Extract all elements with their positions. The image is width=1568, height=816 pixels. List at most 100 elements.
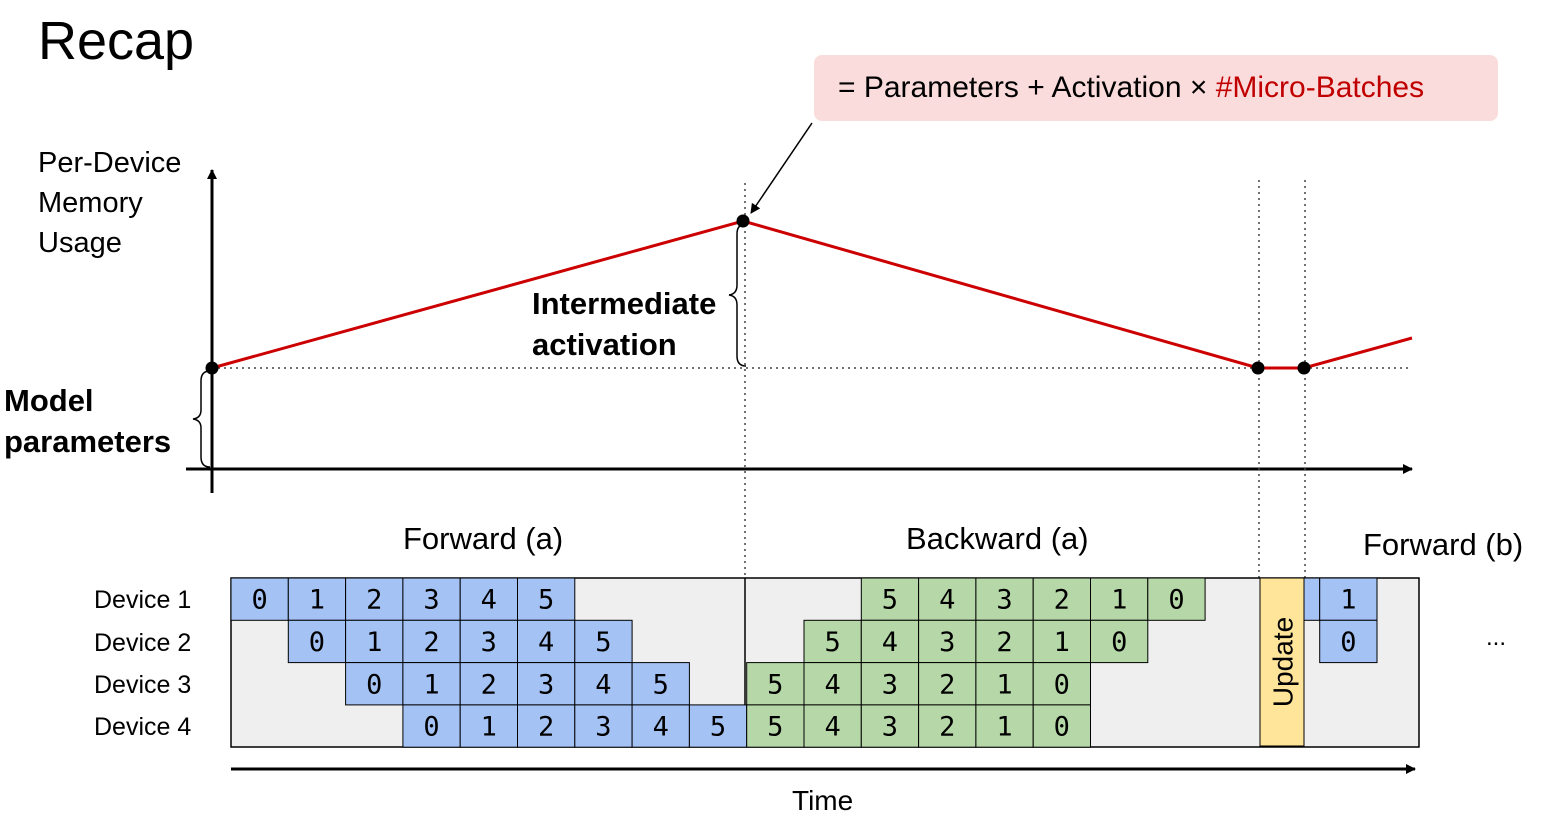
forward-microbatch-cell [517,662,576,706]
memory-point [1251,361,1265,375]
backward-microbatch-cell [1147,577,1206,621]
microbatch-index: 0 [423,712,439,743]
microbatch-index: 2 [939,669,955,700]
microbatch-index: 0 [251,585,267,616]
model-parameters-label: Model parameters [4,380,171,462]
forward-microbatch-cell [459,704,519,748]
microbatch-index: 3 [595,712,611,743]
microbatch-index: 0 [1111,627,1127,658]
microbatch-index: 2 [996,627,1012,658]
microbatch-index: 5 [653,669,669,700]
device-label: Device 4 [94,713,192,741]
microbatch-index: 4 [824,669,840,700]
backward-microbatch-cell [1032,662,1091,706]
y-axis-label-line: Per-Device [38,147,182,179]
microbatch-index: 2 [423,627,439,658]
update-label: Update [1268,617,1299,707]
microbatch-index: 5 [710,712,726,743]
microbatch-index: 1 [481,712,497,743]
microbatch-index: 0 [1340,627,1356,658]
microbatch-index: 3 [423,585,439,616]
microbatch-index: 2 [939,712,955,743]
backward-microbatch-cell [803,619,862,664]
microbatch-index: 4 [882,627,898,658]
continuation-ellipsis: ... [1486,624,1507,651]
microbatch-index: 0 [1054,712,1070,743]
forward-microbatch-cell [517,619,576,664]
microbatch-index: 1 [366,627,382,658]
backward-microbatch-cell [1090,577,1149,621]
forward-microbatch-cell [345,619,404,664]
callout-pointer-arrow [750,122,813,214]
phase-backward-a-label: Backward (a) [906,521,1089,556]
microbatch-index: 1 [1340,585,1356,616]
microbatch-index: 1 [1054,627,1070,658]
microbatch-index: 1 [996,669,1012,700]
memory-point [205,361,219,375]
phase-forward-b-label: Forward (b) [1363,527,1524,562]
forward-microbatch-cell [631,662,690,706]
microbatch-index: 2 [481,669,497,700]
microbatch-index: 2 [538,712,554,743]
model-parameters-label-line: parameters [4,424,172,459]
forward-microbatch-cell [1319,619,1378,664]
microbatch-index: 5 [595,627,611,658]
microbatch-index: 4 [653,712,669,743]
device-label: Device 1 [94,586,192,614]
backward-microbatch-cell [1032,704,1091,748]
microbatch-index: 1 [309,585,325,616]
microbatch-index: 4 [538,627,554,658]
forward-microbatch-cell [574,619,633,664]
device-label: Device 3 [94,671,192,699]
intermediate-activation-label-line: Intermediate [532,286,717,321]
microbatch-index: 0 [1168,585,1184,616]
backward-microbatch-cell [803,662,862,706]
intermediate-activation-brace [728,223,747,367]
time-axis-label: Time [792,785,854,816]
backward-microbatch-cell [918,704,977,748]
microbatch-index: 1 [996,712,1012,743]
microbatch-index: 4 [939,585,955,616]
y-axis-label: Per-Device Memory Usage [38,143,181,263]
backward-microbatch-cell [1032,577,1091,621]
forward-microbatch-cell [574,662,633,706]
microbatch-index: 5 [767,669,783,700]
memory-usage-line [211,219,1413,370]
forward-microbatch-cell [1319,577,1378,621]
backward-microbatch-cell [860,619,920,664]
phase-forward-a-label: Forward (a) [403,521,564,556]
forward-microbatch-cell [402,704,461,748]
forward-microbatch-cell [688,704,748,748]
microbatch-index: 5 [767,712,783,743]
page-title: Recap [38,11,195,71]
backward-microbatch-cell [803,704,862,748]
microbatch-index: 3 [538,669,554,700]
forward-microbatch-cell [459,662,519,706]
microbatch-index: 5 [824,627,840,658]
microbatch-index: 3 [996,585,1012,616]
microbatch-index: 4 [595,669,611,700]
y-axis-label-line: Usage [38,227,122,259]
microbatch-index: 3 [882,669,898,700]
backward-microbatch-cell [918,662,977,706]
model-parameters-brace [192,370,211,468]
backward-microbatch-cell [1090,619,1149,664]
microbatch-index: 3 [882,712,898,743]
microbatch-index: 4 [481,585,497,616]
backward-microbatch-cell [860,704,920,748]
y-axis-label-line: Memory [38,187,143,219]
memory-peak-point [736,214,750,228]
device-label: Device 2 [94,629,192,657]
intermediate-activation-label-line: activation [532,327,677,362]
backward-microbatch-cell [975,662,1034,706]
memory-point [1297,361,1311,375]
formula-highlight: #Micro-Batches [1215,71,1425,104]
microbatch-index: 4 [824,712,840,743]
microbatch-index: 2 [1054,585,1070,616]
backward-microbatch-cell [860,577,920,621]
microbatch-index: 5 [882,585,898,616]
forward-microbatch-cell [230,577,289,621]
microbatch-index: 0 [366,669,382,700]
update-block [1259,577,1305,747]
forward-microbatch-cell [631,704,690,748]
